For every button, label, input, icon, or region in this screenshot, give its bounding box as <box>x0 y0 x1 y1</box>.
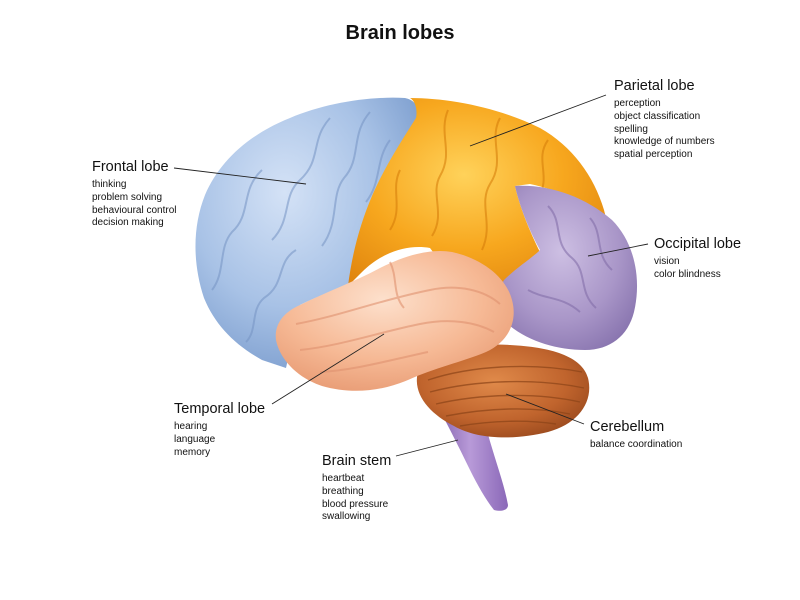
lobe-function: behavioural control <box>92 204 177 216</box>
temporal-lobe-region <box>275 250 514 391</box>
temporal-lobe-label: Temporal lobe hearing language memory <box>174 400 265 459</box>
leader-frontal <box>173 167 307 185</box>
lobe-function: heartbeat <box>322 473 365 484</box>
lobe-function: object classification <box>614 110 701 122</box>
frontal-lobe-label: Frontal lobe thinking problem solving be… <box>92 158 177 230</box>
lobe-name: Brain stem <box>322 453 392 469</box>
lobe-function: decision making <box>92 217 164 229</box>
lobe-function: breathing <box>322 485 364 497</box>
lobe-function: memory <box>174 446 211 458</box>
leader-cerebellum <box>505 393 585 425</box>
lobe-function: vision <box>654 256 680 267</box>
leader-parietal <box>469 94 607 147</box>
lobe-name: Temporal lobe <box>174 401 266 417</box>
diagram-title: Brain lobes <box>345 22 455 44</box>
frontal-lobe-region <box>195 97 419 368</box>
lobe-function: balance coordination <box>590 439 683 450</box>
lobe-function: knowledge of numbers <box>614 136 715 148</box>
brain-stem-label: Brain stem heartbeat breathing blood pre… <box>322 452 391 524</box>
lobe-function: problem solving <box>92 191 163 203</box>
lobe-function: perception <box>614 98 661 109</box>
lobe-function: blood pressure <box>322 498 389 510</box>
lobe-name: Frontal lobe <box>92 159 169 175</box>
lobe-function: thinking <box>92 179 127 190</box>
parietal-lobe-region <box>348 98 606 290</box>
lobe-function: spelling <box>614 123 648 135</box>
parietal-lobe-label: Parietal lobe perception object classifi… <box>614 77 715 162</box>
lobe-name: Parietal lobe <box>614 78 695 94</box>
lobe-function: swallowing <box>322 511 371 523</box>
occipital-lobe-region <box>499 185 638 350</box>
lobe-function: spatial perception <box>614 149 693 161</box>
leader-occipital <box>587 243 649 257</box>
lobe-function: hearing <box>174 421 208 432</box>
leader-temporal <box>271 333 385 405</box>
cerebellum-label: Cerebellum balance coordination <box>590 418 682 452</box>
lobe-function: language <box>174 433 216 445</box>
occipital-lobe-label: Occipital lobe vision color blindness <box>654 235 741 282</box>
lobe-name: Occipital lobe <box>654 236 742 252</box>
lobe-name: Cerebellum <box>590 419 665 435</box>
leader-brain-stem <box>395 439 459 457</box>
lobe-function: color blindness <box>654 268 721 280</box>
